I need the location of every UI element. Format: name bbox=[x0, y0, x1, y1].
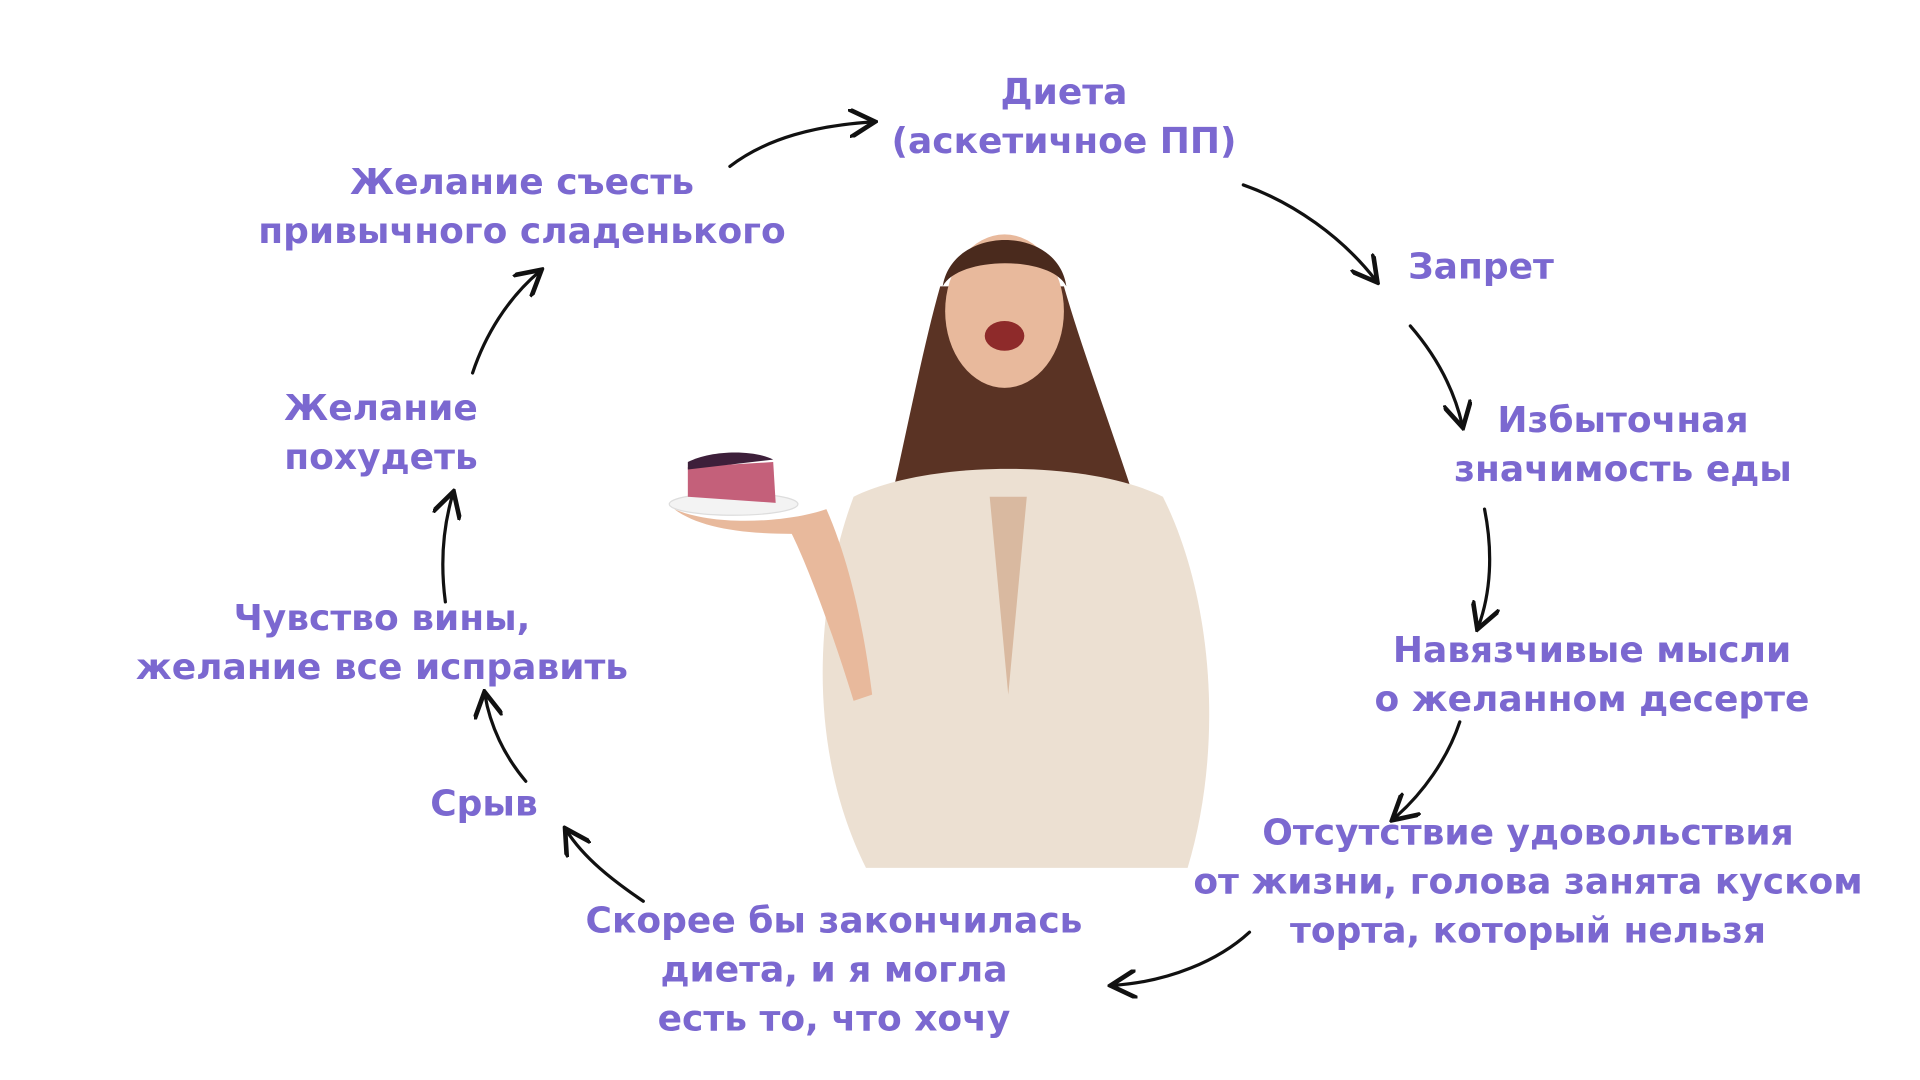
cycle-arrows bbox=[443, 122, 1490, 986]
arrow-icon bbox=[485, 695, 528, 783]
arrow-icon bbox=[728, 122, 872, 169]
arrow-icon bbox=[1478, 507, 1489, 627]
arrow-icon bbox=[1408, 324, 1462, 425]
arrow-icon bbox=[470, 272, 540, 375]
arrow-icon bbox=[1394, 720, 1462, 818]
arrow-icon bbox=[1241, 183, 1375, 280]
arrow-icon bbox=[443, 494, 453, 604]
woman-with-cake-image bbox=[668, 234, 1210, 868]
arrow-icon bbox=[567, 831, 645, 903]
step-breakdown: Срыв bbox=[430, 783, 538, 825]
step-guilt: Чувство вины,желание все исправить bbox=[135, 598, 629, 688]
step-ban: Запрет bbox=[1408, 246, 1554, 288]
step-diet: Диета(аскетичное ПП) bbox=[891, 72, 1237, 162]
arrow-icon bbox=[1113, 930, 1252, 985]
